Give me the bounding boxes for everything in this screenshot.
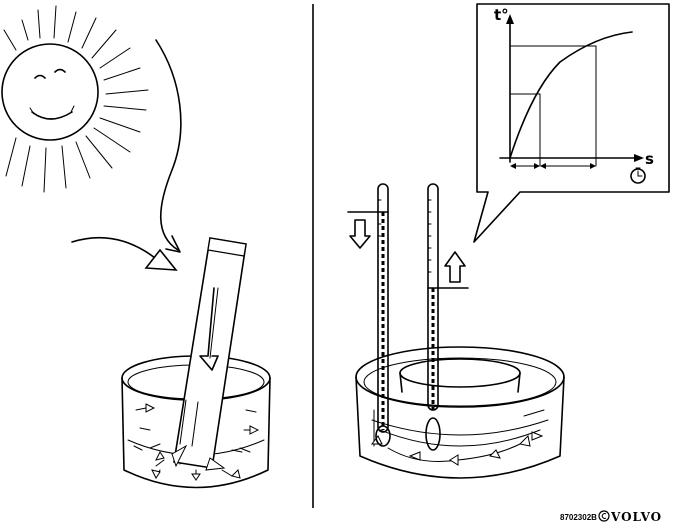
heated-rod (171, 237, 247, 471)
thermometer-outer (347, 183, 391, 447)
radiation-arrow-upper (155, 39, 182, 253)
radiation-arrow-lower (71, 237, 178, 271)
heating-curve (509, 31, 633, 159)
copyright-icon (598, 510, 610, 522)
brand-logo: VOLVO (610, 510, 662, 523)
sun-icon (1, 5, 149, 193)
x-axis-label: s (645, 150, 654, 168)
temperature-time-graph: t° s (473, 3, 670, 243)
figure-code: 8702302B (560, 513, 597, 522)
clock-icon (630, 167, 646, 184)
thermometer-inner (425, 183, 469, 451)
y-axis-label: t° (494, 6, 509, 24)
figure-footer: 8702302B VOLVO (560, 510, 662, 523)
right-beaker (355, 346, 565, 479)
left-beaker (121, 355, 271, 489)
